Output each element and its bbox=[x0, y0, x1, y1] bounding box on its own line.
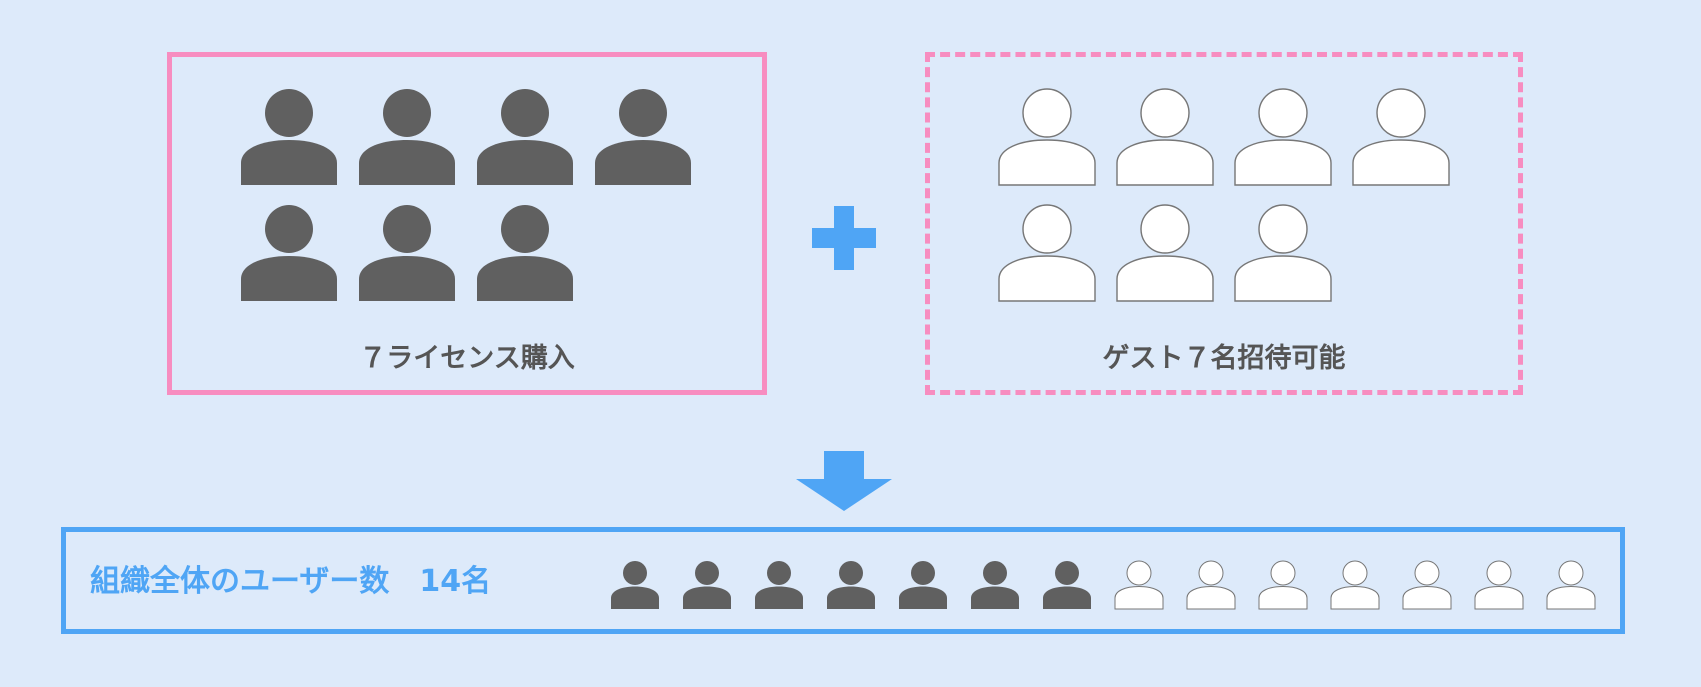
total-person-icon-7 bbox=[1042, 560, 1092, 610]
total-person-icon-3 bbox=[754, 560, 804, 610]
total-person-icon-5 bbox=[898, 560, 948, 610]
license-person-icon-7 bbox=[475, 203, 575, 303]
total-person-icon-12 bbox=[1402, 560, 1452, 610]
arrow-down-icon bbox=[796, 451, 892, 515]
guest-person-icon-1 bbox=[997, 87, 1097, 187]
total-person-icon-10 bbox=[1258, 560, 1308, 610]
guest-person-icon-2 bbox=[1115, 87, 1215, 187]
total-person-icon-6 bbox=[970, 560, 1020, 610]
license-person-icon-6 bbox=[357, 203, 457, 303]
guest-person-icon-5 bbox=[997, 203, 1097, 303]
guest-person-icon-3 bbox=[1233, 87, 1333, 187]
license-person-icon-3 bbox=[475, 87, 575, 187]
total-box bbox=[61, 527, 1625, 634]
total-person-icon-14 bbox=[1546, 560, 1596, 610]
license-person-icon-2 bbox=[357, 87, 457, 187]
total-person-icon-4 bbox=[826, 560, 876, 610]
total-person-icon-1 bbox=[610, 560, 660, 610]
license-caption: ７ライセンス購入 bbox=[359, 343, 575, 374]
total-person-icon-8 bbox=[1114, 560, 1164, 610]
guest-person-icon-7 bbox=[1233, 203, 1333, 303]
total-person-icon-11 bbox=[1330, 560, 1380, 610]
total-person-icon-13 bbox=[1474, 560, 1524, 610]
guest-box: ゲスト７名招待可能 bbox=[925, 52, 1523, 395]
license-person-icon-1 bbox=[239, 87, 339, 187]
total-users-label: 組織全体のユーザー数 14名 bbox=[90, 564, 492, 599]
total-person-icon-2 bbox=[682, 560, 732, 610]
guest-person-icon-4 bbox=[1351, 87, 1451, 187]
license-person-icon-5 bbox=[239, 203, 339, 303]
guest-caption: ゲスト７名招待可能 bbox=[1102, 343, 1346, 374]
total-person-icon-9 bbox=[1186, 560, 1236, 610]
license-person-icon-4 bbox=[593, 87, 693, 187]
license-box: ７ライセンス購入 bbox=[167, 52, 767, 395]
plus-icon bbox=[812, 206, 876, 274]
guest-person-icon-6 bbox=[1115, 203, 1215, 303]
